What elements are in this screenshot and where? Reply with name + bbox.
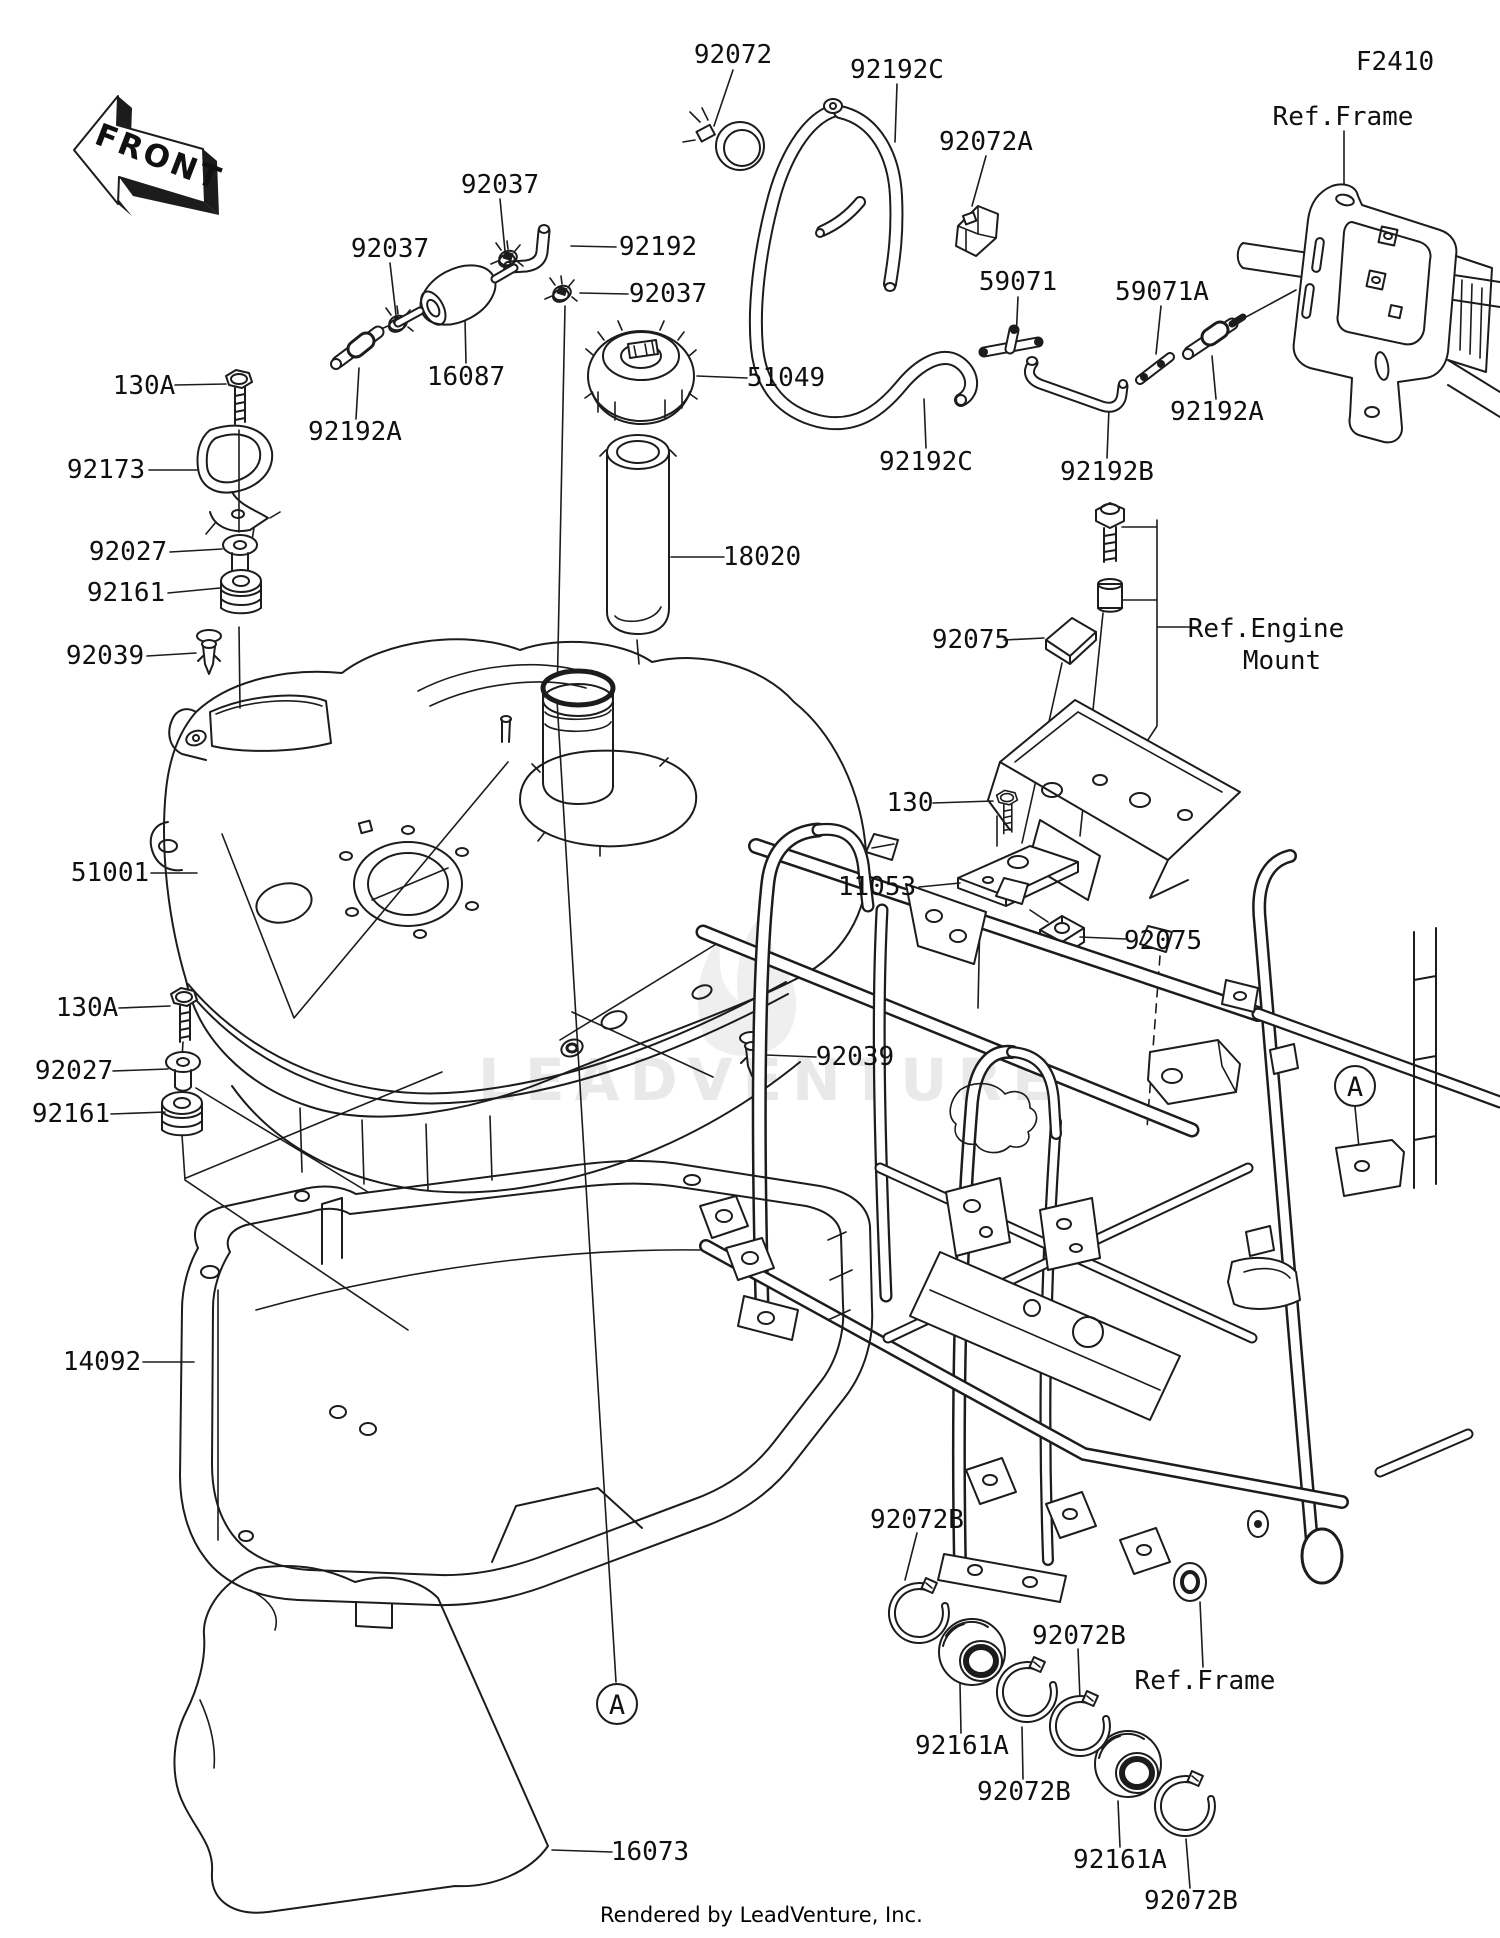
fuel-cap-and-filler — [500, 320, 698, 857]
part-label-92072b-2: 92072B — [1032, 1621, 1126, 1651]
part-label-14092: 14092 — [62, 1347, 142, 1377]
part-label-92192b: 92192B — [1060, 457, 1154, 487]
part-label-51049: 51049 — [746, 363, 826, 393]
part-label-51001: 51001 — [70, 858, 150, 888]
part-label-130a-top: 130A — [112, 371, 176, 401]
part-label-92037-right: 92037 — [628, 279, 708, 309]
left-fastener-stack — [161, 369, 281, 1137]
part-label-92072b-1: 92072B — [870, 1505, 964, 1535]
ref-frame-top-label: Ref.Frame — [1272, 102, 1414, 132]
part-label-92161a-1: 92161A — [915, 1731, 1009, 1761]
part-label-92027-bottom: 92027 — [34, 1056, 114, 1086]
part-label-92161-bottom: 92161 — [31, 1099, 111, 1129]
part-label-92075-top: 92075 — [931, 625, 1011, 655]
detail-marker-a-right: A — [1334, 1065, 1376, 1107]
part-label-92173: 92173 — [66, 455, 146, 485]
part-label-92039-left: 92039 — [65, 641, 145, 671]
part-label-92075-bottom: 92075 — [1123, 926, 1203, 956]
heat-shield-drawing — [173, 1565, 549, 1914]
part-label-92192c-bottom: 92192C — [879, 447, 973, 477]
part-label-16087: 16087 — [426, 362, 506, 392]
part-label-11053: 11053 — [837, 872, 917, 902]
figure-code-label: F2410 — [1355, 47, 1435, 77]
part-label-92192: 92192 — [618, 232, 698, 262]
part-label-130: 130 — [886, 788, 934, 818]
detail-marker-letter: A — [1347, 1072, 1363, 1103]
part-label-92072a: 92072A — [939, 127, 1033, 157]
part-label-92039-right: 92039 — [815, 1042, 895, 1072]
detail-marker-a-bottom: A — [596, 1683, 638, 1725]
part-label-16073: 16073 — [610, 1837, 690, 1867]
engine-mount-assembly — [957, 502, 1241, 957]
part-label-92161a-2: 92161A — [1073, 1845, 1167, 1875]
ref-frame-bottom-label: Ref.Frame — [1134, 1666, 1276, 1696]
part-label-92037-top: 92037 — [460, 170, 540, 200]
fuel-tank-drawing — [149, 638, 868, 1194]
part-label-92161-top: 92161 — [86, 578, 166, 608]
breather-hose-group — [330, 98, 1247, 431]
part-label-92192a-right: 92192A — [1170, 397, 1264, 427]
leader-lines — [110, 69, 1360, 1889]
part-label-18020: 18020 — [722, 542, 802, 572]
front-direction-arrow: FRONT — [73, 95, 228, 216]
part-label-92037-left: 92037 — [350, 234, 430, 264]
part-label-92072: 92072 — [693, 40, 773, 70]
frame-drawing — [695, 822, 1500, 1603]
ref-engine-mount-label-line1: Ref.Engine — [1187, 614, 1345, 644]
part-label-130a-bottom: 130A — [55, 993, 119, 1023]
detail-marker-letter: A — [609, 1690, 625, 1721]
part-label-92072b-3: 92072B — [977, 1777, 1071, 1807]
part-label-59071a: 59071A — [1115, 277, 1209, 307]
tank-cover-drawing — [179, 1159, 874, 1629]
part-label-92192a-left: 92192A — [308, 417, 402, 447]
part-label-92027-top: 92027 — [88, 537, 168, 567]
part-label-59071: 59071 — [978, 267, 1058, 297]
frame-bracket-top-right — [1236, 183, 1500, 444]
ref-engine-mount-label-line2: Mount — [1242, 646, 1322, 676]
part-label-92072b-4: 92072B — [1144, 1886, 1238, 1916]
render-credit: Rendered by LeadVenture, Inc. — [600, 1903, 923, 1927]
part-label-92192c-top: 92192C — [850, 55, 944, 85]
